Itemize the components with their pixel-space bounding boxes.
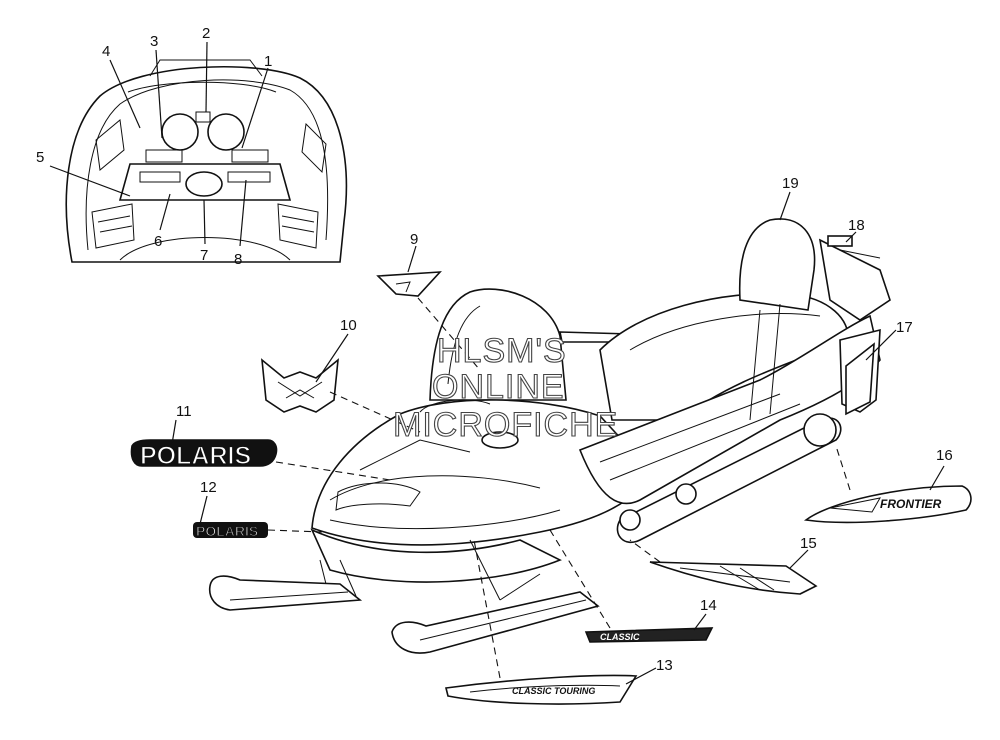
polaris-logo-large: POLARIS — [140, 442, 251, 470]
callout-10: 10 — [340, 317, 357, 334]
callout-1: 1 — [264, 53, 272, 70]
callout-18: 18 — [848, 217, 865, 234]
decal-14-text: CLASSIC — [600, 632, 640, 642]
decal-13-lower-side: CLASSIC TOURING — [445, 674, 638, 705]
callout-12: 12 — [200, 479, 217, 496]
leader-lines — [49, 41, 945, 685]
decal-15-side-stripe — [649, 561, 818, 595]
decal-16-text: FRONTIER — [880, 497, 942, 511]
decal-16-frontier-panel: FRONTIER — [803, 485, 972, 524]
decal-9-windshield — [376, 271, 442, 297]
watermark-line-1: HLSM'S — [437, 332, 567, 370]
callout-14: 14 — [700, 597, 717, 614]
decal-13-text: CLASSIC TOURING — [512, 686, 595, 696]
callout-8: 8 — [234, 251, 242, 268]
decal-12-polaris-logo-small: POLARIS — [193, 522, 268, 540]
decal-18-rear-badge — [827, 235, 853, 247]
decal-10-hood-emblem — [261, 358, 339, 413]
callout-6: 6 — [154, 233, 162, 250]
callout-4: 4 — [102, 43, 110, 60]
callout-2: 2 — [202, 25, 210, 42]
callout-7: 7 — [200, 247, 208, 264]
watermark: HLSM'S ONLINE MICROFICHE — [392, 331, 618, 444]
callout-9: 9 — [410, 231, 418, 248]
decal-17-rear-panel — [845, 342, 875, 416]
snowmobile-drawing — [208, 218, 891, 654]
callout-11: 11 — [176, 403, 192, 420]
callout-numbers: 1 2 3 4 5 6 7 8 9 10 11 12 13 14 15 16 1… — [36, 25, 953, 674]
callout-15: 15 — [800, 535, 817, 552]
decal-11-polaris-logo: POLARIS — [130, 439, 278, 471]
callout-13: 13 — [656, 657, 673, 674]
callout-3: 3 — [150, 33, 158, 50]
watermark-line-2: ONLINE — [432, 368, 565, 406]
watermark-line-3: MICROFICHE — [393, 406, 618, 444]
dashboard-inset — [65, 59, 348, 263]
callout-5: 5 — [36, 149, 44, 166]
callout-16: 16 — [936, 447, 953, 464]
callout-19: 19 — [782, 175, 799, 192]
callout-17: 17 — [896, 319, 913, 336]
polaris-logo-small: POLARIS — [196, 523, 258, 539]
decal-14-stripe: CLASSIC — [584, 627, 714, 643]
